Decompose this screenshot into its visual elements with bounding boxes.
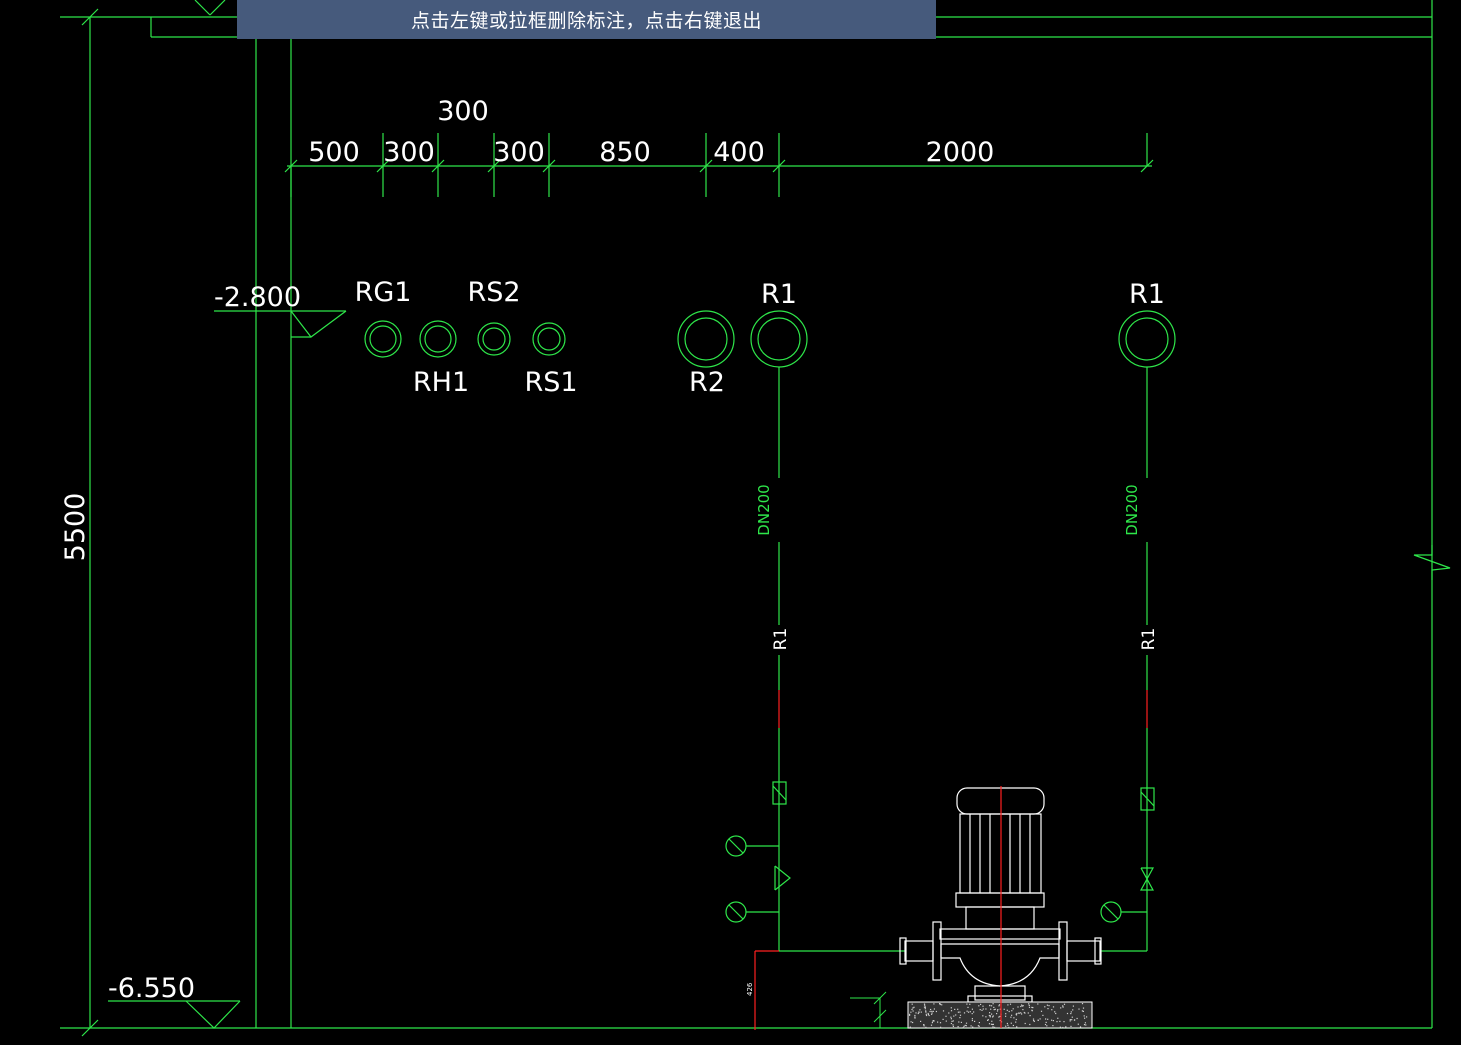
pipe-circle-rs2	[477, 322, 511, 356]
gauge-left-upper	[725, 835, 779, 857]
pipe-code-left: R1	[771, 628, 791, 651]
dim-chain-2: 300	[383, 137, 435, 168]
valve-left-upper	[772, 781, 787, 805]
gauge-right	[1100, 901, 1147, 923]
dim-chain-6: 2000	[926, 137, 995, 168]
break-mark	[1413, 545, 1451, 580]
vertical-inline-pump	[899, 787, 1102, 1003]
pump-height-dim	[850, 991, 887, 1028]
pipe-circle-rs1	[532, 322, 566, 356]
frame-corner-tick-2	[209, 0, 226, 16]
gauge-left-lower	[725, 901, 779, 923]
dim-chain-5: 400	[713, 137, 765, 168]
pipe-code-right: R1	[1139, 628, 1159, 651]
pipe-label-r2: R2	[689, 367, 725, 398]
pipe-circle-rg1	[364, 320, 402, 358]
pipe-circle-rh1	[419, 320, 457, 358]
valve-right-upper	[1140, 787, 1155, 811]
pipe-label-rs2: RS2	[467, 277, 520, 308]
pipe-label-rg1: RG1	[355, 277, 412, 308]
dim-chain-4: 850	[599, 137, 651, 168]
vertical-dim-tick-top	[81, 8, 99, 26]
pump-concrete-base	[907, 1001, 1093, 1029]
dim-top-extra: 300	[437, 96, 489, 127]
check-valve-left	[774, 865, 791, 891]
elevation-upper-label: -2.800	[214, 282, 301, 313]
command-hint-banner: 点击左键或拉框删除标注，点击右键退出	[237, 0, 936, 39]
dim-chain-1: 500	[308, 137, 360, 168]
red-marks	[754, 690, 1148, 1030]
top-dim-ticks	[284, 133, 1154, 197]
pipe-label-r1-left: R1	[761, 279, 797, 310]
pipe-label-r1-right: R1	[1129, 279, 1165, 310]
elevation-symbol-upper	[214, 310, 347, 338]
pump-height-value: 426	[746, 982, 754, 996]
vertical-dim-tick-bottom	[81, 1019, 99, 1037]
elevation-symbol-lower	[108, 1000, 241, 1029]
dim-chain-3: 300	[493, 137, 545, 168]
pipe-circle-r2	[677, 310, 735, 368]
pipe-label-rs1: RS1	[524, 367, 577, 398]
base-speckle	[909, 1003, 1088, 1029]
dim-vertical-total: 5500	[60, 493, 91, 562]
check-valve-right	[1139, 867, 1155, 891]
elevation-lower-label: -6.550	[108, 973, 195, 1004]
pipe-size-left: DN200	[755, 484, 773, 535]
pipe-label-rh1: RH1	[413, 367, 469, 398]
frame-corner-tick	[194, 0, 211, 16]
pipe-size-right: DN200	[1123, 484, 1141, 535]
